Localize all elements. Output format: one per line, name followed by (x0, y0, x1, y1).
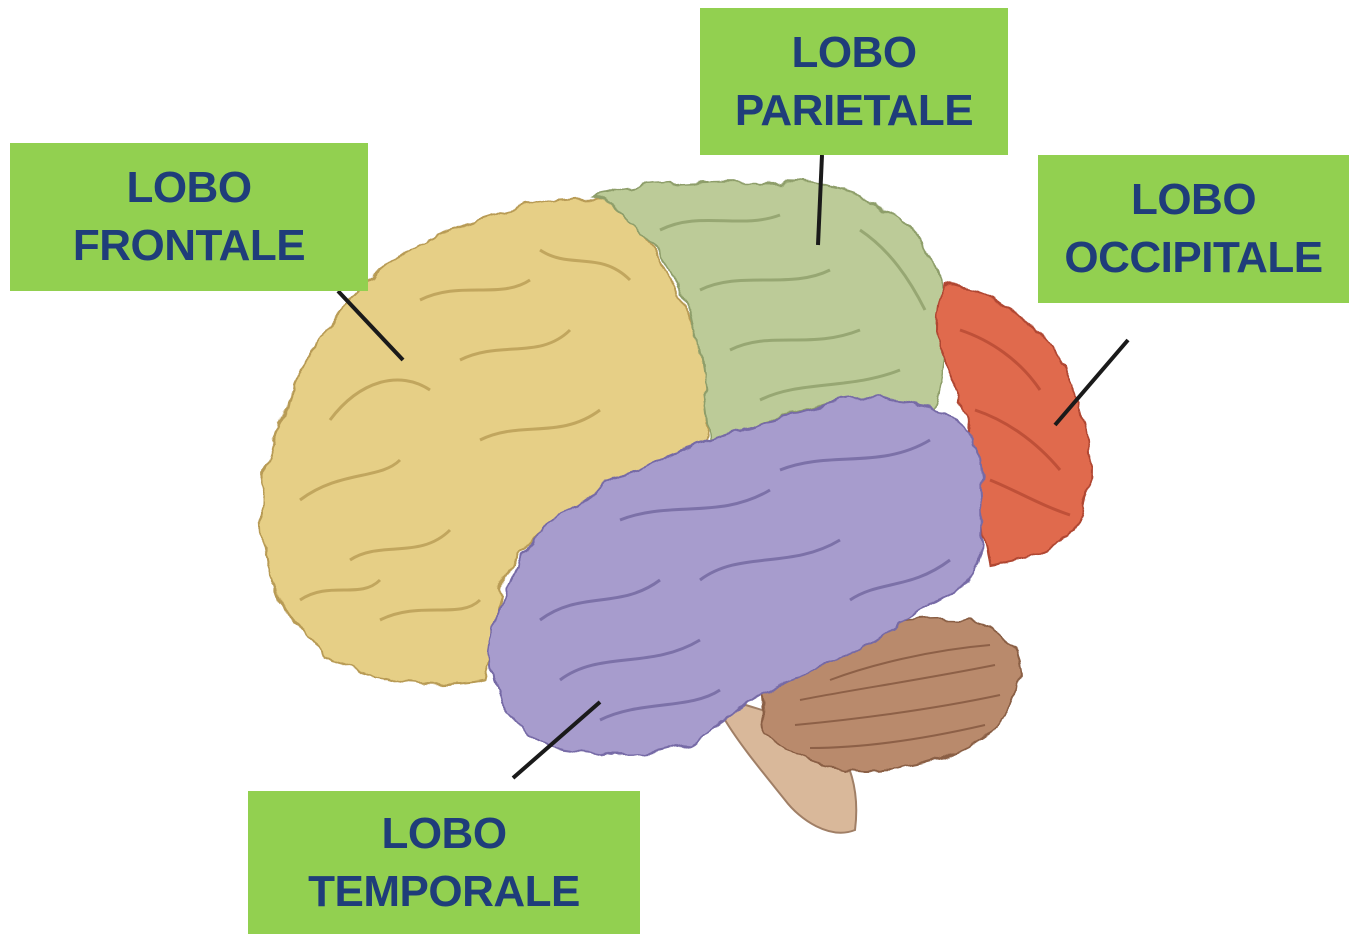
label-temporale-line2: TEMPORALE (308, 863, 580, 921)
label-lobo-temporale: LOBO TEMPORALE (248, 791, 640, 934)
label-occipitale-line2: OCCIPITALE (1064, 229, 1322, 287)
label-lobo-occipitale: LOBO OCCIPITALE (1038, 155, 1349, 303)
label-lobo-frontale: LOBO FRONTALE (10, 143, 368, 291)
label-occipitale-line1: LOBO (1131, 171, 1256, 229)
label-temporale-line1: LOBO (381, 805, 506, 863)
label-lobo-parietale: LOBO PARIETALE (700, 8, 1008, 155)
label-parietale-line1: LOBO (791, 24, 916, 82)
label-frontale-line1: LOBO (126, 159, 251, 217)
label-frontale-line2: FRONTALE (73, 217, 305, 275)
label-parietale-line2: PARIETALE (735, 82, 973, 140)
